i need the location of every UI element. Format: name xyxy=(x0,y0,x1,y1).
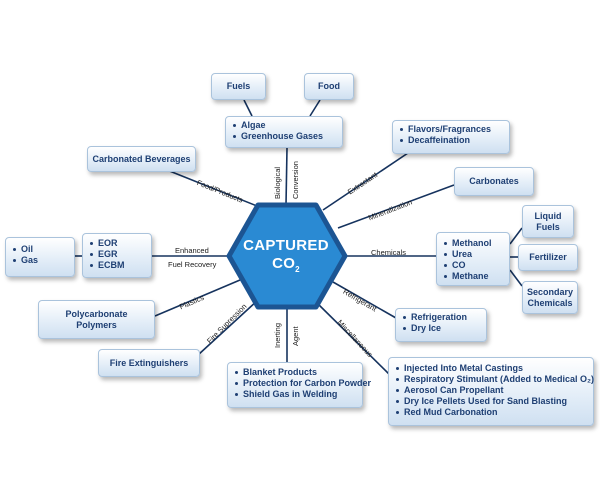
list-item: Shield Gas in Welding xyxy=(234,389,356,400)
list-item: Oil xyxy=(12,244,68,255)
box-liquid-fuels: Liquid Fuels xyxy=(522,205,574,238)
hub-title: CAPTURED CO2 xyxy=(232,237,340,279)
line-plastics xyxy=(154,279,241,317)
line-refrigerant xyxy=(332,281,397,319)
label-chemicals: Chemicals xyxy=(371,248,407,257)
box-polycarbonate-polymers: Polycarbonate Polymers xyxy=(38,300,155,339)
box-secondary-chemicals: Secondary Chemicals xyxy=(522,281,578,314)
list-item: Algae xyxy=(232,120,336,131)
label-biological: Biological xyxy=(273,166,282,199)
line-mineralization xyxy=(337,184,455,229)
list-item: CO xyxy=(443,260,503,271)
list-item: Decaffeination xyxy=(399,135,503,146)
box-fertilizer: Fertilizer xyxy=(518,244,578,271)
label-enhanced: Enhanced xyxy=(175,246,209,255)
list-item: Urea xyxy=(443,249,503,260)
list-item: Blanket Products xyxy=(234,367,356,378)
hub-title-line1: CAPTURED xyxy=(243,237,329,254)
label-fuel-recovery: Fuel Recovery xyxy=(168,260,217,269)
list-item: EOR xyxy=(89,238,145,249)
captured-co2-hexagon xyxy=(226,202,348,310)
list-item: Methane xyxy=(443,271,503,282)
line-extractant xyxy=(322,152,409,211)
list-item: Dry Ice Pellets Used for Sand Blasting xyxy=(395,396,587,407)
box-carbonates: Carbonates xyxy=(454,167,534,196)
label-conversion: Conversion xyxy=(291,161,300,199)
list-item: Dry Ice xyxy=(402,323,480,334)
list-item: Gas xyxy=(12,255,68,266)
list-item: Injected Into Metal Castings xyxy=(395,363,587,374)
list-item: Refrigeration xyxy=(402,312,480,323)
line-bio-food xyxy=(309,99,321,117)
list-item: Respiratory Stimulant (Added to Medical … xyxy=(395,374,594,385)
list-item: Methanol xyxy=(443,238,503,249)
line-chem-secondary xyxy=(509,269,523,287)
box-fire-extinguishers: Fire Extinguishers xyxy=(98,349,200,377)
line-biological xyxy=(285,147,288,206)
hub-title-line2: CO2 xyxy=(272,255,300,274)
box-fuels: Fuels xyxy=(211,73,266,100)
list-item: Greenhouse Gases xyxy=(232,131,336,142)
label-agent: Agent xyxy=(291,326,300,346)
list-item: Flavors/Fragrances xyxy=(399,124,503,135)
line-fire-supression xyxy=(197,299,259,356)
box-food: Food xyxy=(304,73,354,100)
line-miscellaneous xyxy=(315,301,393,378)
line-bio-fuels xyxy=(243,99,253,117)
line-chem-liquid xyxy=(509,227,523,245)
list-item: Red Mud Carbonation xyxy=(395,407,587,418)
line-food-products xyxy=(166,169,263,209)
list-item: Aerosol Can Propellant xyxy=(395,385,587,396)
list-item: Protection for Carbon Powder xyxy=(234,378,371,389)
list-item: ECBM xyxy=(89,260,145,271)
list-item: EGR xyxy=(89,249,145,260)
box-carbonated-beverages: Carbonated Beverages xyxy=(87,146,196,172)
label-inerting: Inerting xyxy=(273,322,282,348)
